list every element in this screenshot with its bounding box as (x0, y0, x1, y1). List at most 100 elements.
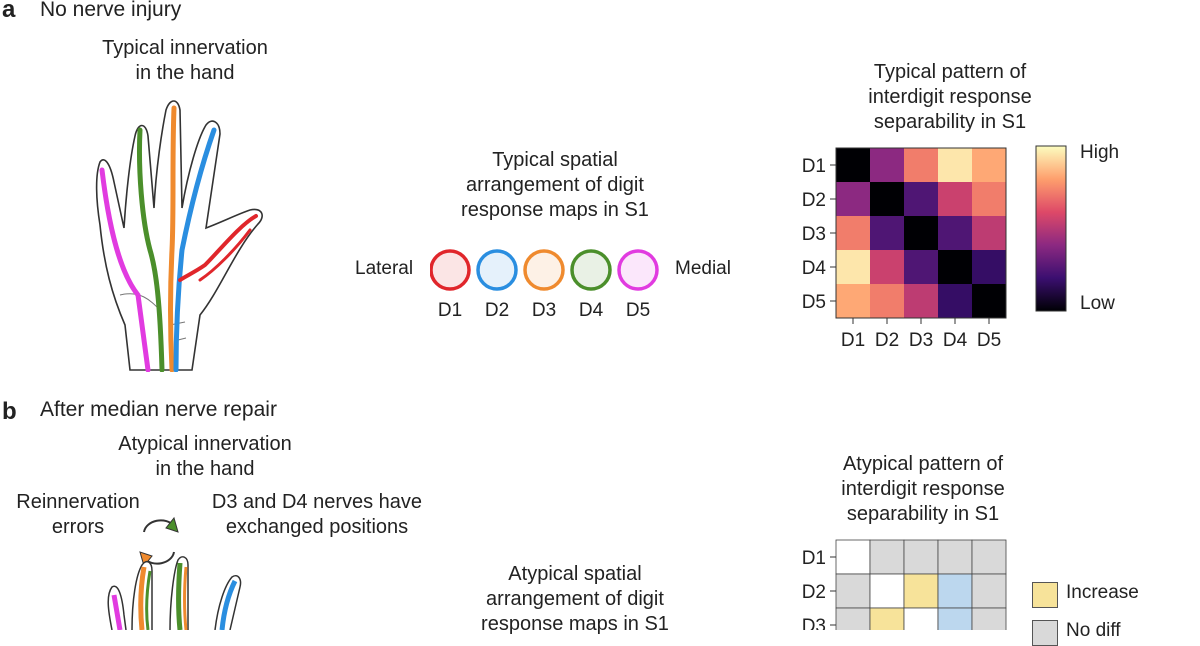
heatmap-b-cell (937, 539, 973, 575)
heatmap-b-row-label: D3 (802, 616, 826, 630)
heatmap-a-cell (836, 250, 870, 284)
digit-map-d5 (617, 249, 659, 291)
heatmap-b-cell (903, 539, 939, 575)
heatmap-a-cell (870, 250, 904, 284)
heatmap-b-cell (971, 539, 1007, 575)
heatmap-a-cell (836, 182, 870, 216)
heatmap-a-row-label: D4 (802, 258, 827, 279)
heatmap-caption-a: Typical pattern of interdigit response s… (820, 60, 1080, 135)
digit-label-d5: D5 (626, 300, 650, 321)
digit-label-d2: D2 (485, 300, 509, 321)
heatmap-b-cell (869, 607, 905, 630)
exchange-label-line1: D3 and D4 nerves have (211, 491, 423, 513)
spatial-caption-a: Typical spatial arrangement of digit res… (420, 148, 690, 223)
heatmap-a-cell (870, 216, 904, 250)
heatmap-a-row-label: D3 (802, 224, 826, 245)
colorbar-low-label: Low (1080, 293, 1115, 314)
legend-no-diff-label: No diff (1066, 620, 1121, 641)
heatmap-a-cell (972, 250, 1006, 284)
spatial-caption-a-line3: response maps in S1 (461, 199, 649, 221)
heatmap-b-cell (937, 573, 973, 609)
digit-label-d4: D4 (579, 300, 604, 321)
heatmap-a-cell (972, 148, 1006, 182)
digit-label-d1: D1 (438, 300, 462, 321)
hand-caption-a-line1: Typical innervation (102, 37, 268, 59)
hand-caption-a-line2: in the hand (135, 62, 235, 84)
heatmap-a-col-label: D5 (977, 330, 1001, 351)
exchange-arrows-icon (139, 516, 179, 568)
heatmap-b-cell (937, 607, 973, 630)
heatmap-a-cell (870, 182, 904, 216)
exchange-label-line2: exchanged positions (225, 516, 409, 538)
heatmap-a-col-label: D1 (841, 330, 865, 351)
spatial-caption-b-line2: arrangement of digit (486, 588, 664, 610)
heatmap-a-cell (870, 148, 904, 182)
hand-illustration-atypical (107, 556, 242, 630)
colorbar-high-label: High (1080, 142, 1120, 163)
exchange-label: D3 and D4 nerves have exchanged position… (192, 490, 442, 540)
heatmap-a-col-label: D4 (943, 330, 968, 351)
heatmap-a-cell (870, 284, 904, 318)
panel-a-letter: a (2, 0, 16, 23)
panel-b-letter: b (2, 398, 17, 425)
hand-illustration-typical (95, 100, 263, 372)
heatmap-b-cell (903, 573, 939, 609)
heatmap-b-cell (971, 573, 1007, 609)
heatmap-a-cell (972, 182, 1006, 216)
heatmap-caption-b-line3: separability in S1 (846, 503, 1000, 525)
heatmap-a-cell (836, 216, 870, 250)
digit-response-maps: D1 D2 D3 D4 D5 (430, 249, 659, 321)
spatial-caption-b-line3: response maps in S1 (481, 613, 669, 635)
heatmap-a-cell (972, 216, 1006, 250)
heatmap-b-cell (835, 539, 871, 575)
spatial-caption-a-line2: arrangement of digit (466, 174, 644, 196)
heatmap-a-cell (938, 182, 972, 216)
reinnervation-label-line2: errors (51, 516, 105, 538)
lateral-label: Lateral (355, 258, 414, 279)
heatmap-a-cell (836, 284, 870, 318)
heatmap-a-cell (904, 284, 938, 318)
heatmap-b-cell (869, 573, 905, 609)
heatmap-a-cell (904, 216, 938, 250)
colorbar (1035, 145, 1067, 312)
hand-caption-a: Typical innervation in the hand (70, 36, 300, 86)
hand-caption-b-line2: in the hand (155, 458, 255, 480)
legend-increase-label: Increase (1066, 582, 1139, 603)
heatmap-a-cell (836, 148, 870, 182)
heatmap-caption-b-line1: Atypical pattern of (842, 453, 1004, 475)
heatmap-caption-b-line2: interdigit response (841, 478, 1005, 500)
heatmap-caption-a-line3: separability in S1 (873, 111, 1027, 133)
heatmap-b-cell (835, 573, 871, 609)
heatmap-caption-a-line1: Typical pattern of (873, 61, 1027, 83)
heatmap-a-col-label: D3 (909, 330, 933, 351)
digit-map-d4 (570, 249, 612, 291)
legend-increase-swatch (1032, 582, 1058, 608)
spatial-caption-a-line1: Typical spatial (492, 149, 618, 171)
digit-map-d2 (476, 249, 518, 291)
spatial-caption-b-line1: Atypical spatial (508, 563, 642, 585)
legend-no-diff-swatch (1032, 620, 1058, 646)
digit-label-d3: D3 (532, 300, 556, 321)
heatmap-b-cell (835, 607, 871, 630)
heatmap-a-row-label: D1 (802, 156, 826, 177)
digit-map-d1 (430, 249, 471, 291)
heatmap-a-cell (904, 250, 938, 284)
panel-b-title: After median nerve repair (40, 398, 277, 421)
heatmap-b-cell (869, 539, 905, 575)
heatmap-a-cell (904, 182, 938, 216)
heatmap-a-cell (972, 284, 1006, 318)
heatmap-a-row-label: D2 (802, 190, 826, 211)
heatmap-a-cell (938, 216, 972, 250)
heatmap-caption-b: Atypical pattern of interdigit response … (793, 452, 1053, 527)
spatial-caption-b: Atypical spatial arrangement of digit re… (440, 562, 710, 637)
hand-caption-b-line1: Atypical innervation (118, 433, 292, 455)
heatmap-a-col-label: D2 (875, 330, 899, 351)
heatmap-a-cell (938, 250, 972, 284)
heatmap-b-cell (971, 607, 1007, 630)
heatmap-b-row-label: D2 (802, 582, 826, 603)
panel-a-title: No nerve injury (40, 0, 182, 21)
medial-label: Medial (675, 258, 731, 279)
heatmap-a-cell (904, 148, 938, 182)
